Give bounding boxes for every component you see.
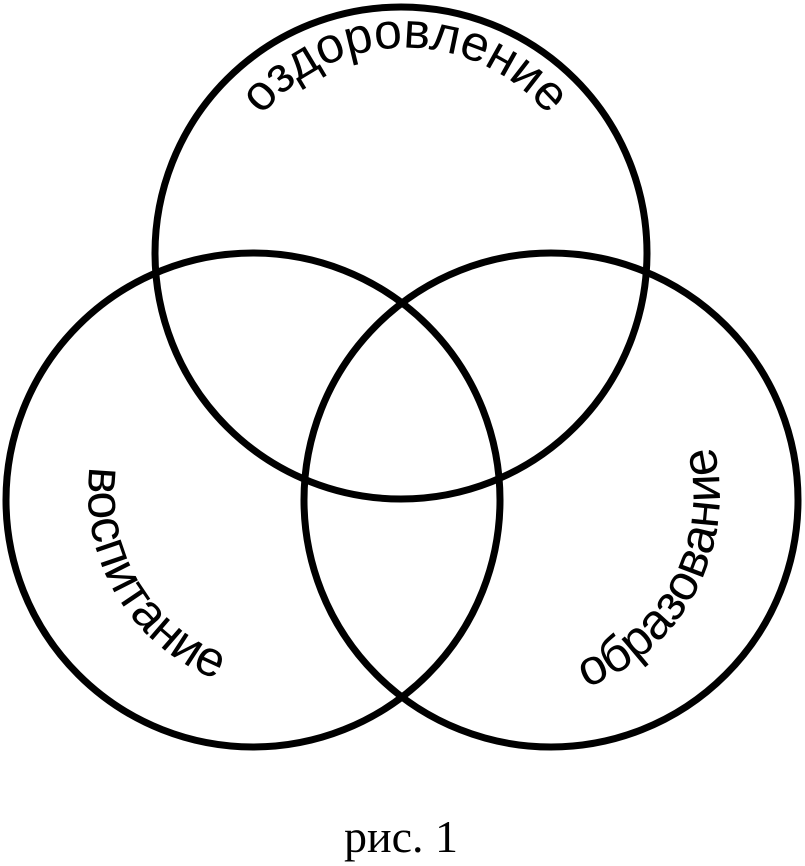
set-label-left-text: воспитание — [77, 466, 236, 690]
set-label-top: оздоровление — [229, 2, 582, 123]
set-circle-top — [151, 3, 651, 503]
set-label-right-text: образование — [568, 444, 731, 698]
figure-caption: рис. 1 — [344, 811, 458, 862]
set-circle-left — [2, 249, 504, 751]
set-circle-right — [300, 249, 802, 751]
set-label-top-text: оздоровление — [229, 2, 582, 123]
set-label-left: воспитание — [77, 466, 236, 690]
set-label-right: образование — [568, 444, 731, 698]
